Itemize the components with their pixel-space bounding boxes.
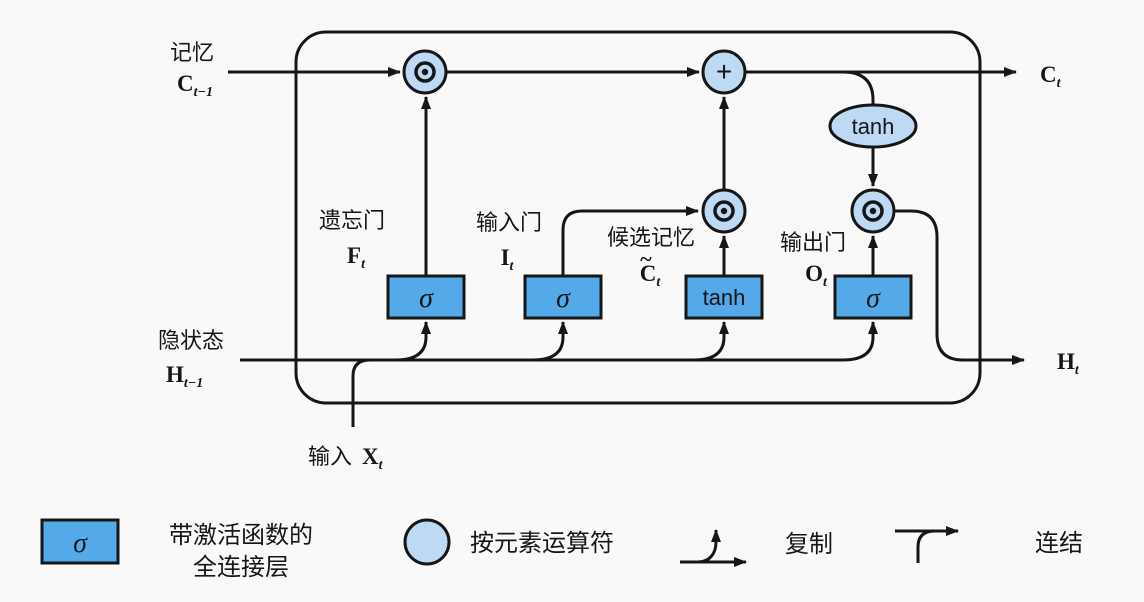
output-gate-label: 输出门 — [780, 230, 846, 255]
copy-branch-input — [532, 321, 568, 362]
legend-concat-icon — [895, 526, 959, 563]
add-symbol: + — [716, 56, 732, 87]
legend-fc-layer-label-line1: 带激活函数的 — [169, 522, 313, 549]
hidden-out-wire — [894, 209, 1025, 365]
legend-concat-label: 连结 — [1035, 530, 1083, 557]
candidate-memory-var: Ct — [640, 261, 662, 290]
forget-gate-box-label: σ — [419, 283, 434, 314]
lstm-cell-boundary — [294, 30, 982, 405]
legend-elementwise-operator-label: 按元素运算符 — [470, 530, 614, 557]
tanh-ellipse: tanh — [828, 103, 918, 149]
input-to-mul2-wire — [561, 206, 699, 276]
memory-in-label: 记忆 — [170, 40, 214, 65]
legend-fc-layer-label-line2: 全连接层 — [193, 554, 289, 581]
memory-in-var: Ct−1 — [177, 71, 213, 100]
hidden-out-var: Ht — [1057, 349, 1080, 378]
legend-sigma-symbol: σ — [73, 528, 88, 559]
output-gate-box-label: σ — [866, 283, 881, 314]
elementwise-multiply-icon — [701, 188, 747, 234]
legend: σ 带激活函数的 全连接层 按元素运算符 复制 连结 — [40, 518, 1083, 581]
memory-out-var: Ct — [1040, 62, 1062, 91]
elementwise-multiply-icon — [402, 49, 448, 95]
copy-branch-candidate — [693, 321, 729, 362]
candidate-memory-tilde: ~ — [640, 246, 652, 271]
output-gate-box: σ — [833, 274, 913, 320]
forget-gate-label: 遗忘门 — [319, 208, 385, 233]
hidden-in-var: Ht−1 — [166, 362, 203, 391]
candidate-tanh-box-label: tanh — [703, 285, 746, 310]
input-gate-box: σ — [523, 274, 603, 320]
input-gate-var: It — [501, 245, 515, 274]
memory-to-tanh-branch — [842, 70, 875, 106]
legend-sigma-box — [40, 518, 120, 565]
input-x-wire — [351, 358, 371, 427]
hidden-in-wire — [240, 321, 878, 362]
candidate-tanh-box: tanh — [684, 274, 764, 320]
forget-gate-box: σ — [386, 274, 466, 320]
candidate-memory-label: 候选记忆 — [607, 225, 695, 250]
output-gate-var: Ot — [805, 261, 828, 290]
copy-branch-forget — [395, 321, 431, 362]
input-gate-label: 输入门 — [476, 210, 542, 235]
forget-gate-var: Ft — [347, 243, 366, 272]
legend-copy-label: 复制 — [785, 531, 833, 558]
input-gate-box-label: σ — [556, 283, 571, 314]
hidden-in-label: 隐状态 — [158, 328, 224, 353]
add-icon: + — [701, 49, 747, 95]
tanh-ellipse-label: tanh — [852, 114, 895, 139]
legend-operator-circle-icon — [403, 518, 451, 566]
legend-copy-icon — [680, 529, 747, 567]
elementwise-multiply-icon — [850, 188, 896, 234]
